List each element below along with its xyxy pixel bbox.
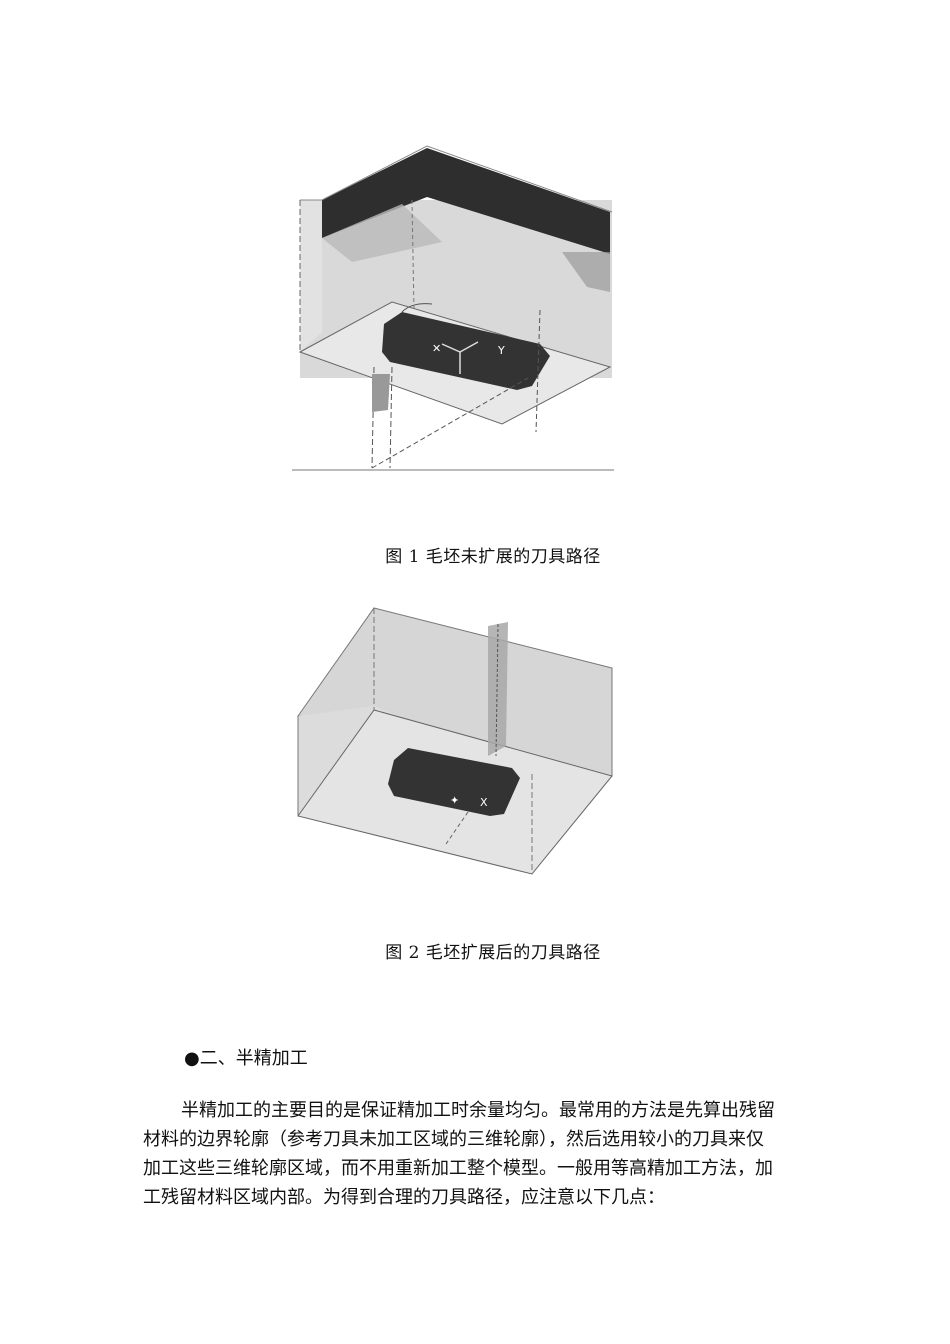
figure-1-image: ✕ Y: [292, 145, 614, 471]
figure-2-caption: 图 2 毛坯扩展后的刀具路径: [385, 943, 601, 963]
section-heading: ●二、半精加工: [184, 1044, 308, 1070]
paragraph-line: 工残留材料区域内部。为得到合理的刀具路径，应注意以下几点：: [143, 1187, 665, 1208]
figure-1-caption: 图 1 毛坯未扩展的刀具路径: [385, 547, 601, 567]
bullet-icon: ●: [184, 1048, 200, 1069]
figure-2-image: ✦ X: [296, 606, 614, 878]
svg-text:✦: ✦: [450, 794, 459, 807]
section-heading-text: 二、半精加工: [199, 1048, 308, 1069]
paragraph-line: 半精加工的主要目的是保证精加工时余量均匀。最常用的方法是先算出残留: [181, 1100, 775, 1121]
svg-text:X: X: [480, 796, 488, 809]
paragraph-line: 材料的边界轮廓（参考刀具未加工区域的三维轮廓），然后选用较小的刀具来仅: [143, 1129, 764, 1150]
paragraph-line: 加工这些三维轮廓区域，而不用重新加工整个模型。一般用等高精加工方法，加: [143, 1158, 773, 1179]
svg-text:Y: Y: [497, 344, 505, 357]
svg-text:✕: ✕: [432, 342, 441, 355]
body-paragraph: 半精加工的主要目的是保证精加工时余量均匀。最常用的方法是先算出残留 材料的边界轮…: [143, 1096, 809, 1212]
